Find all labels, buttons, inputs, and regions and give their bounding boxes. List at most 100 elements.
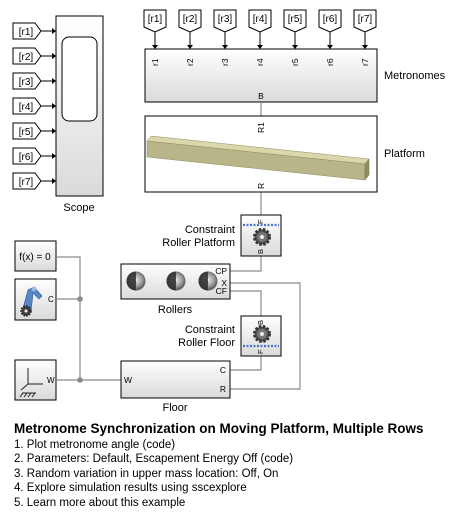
- world-port-w: W: [47, 376, 55, 385]
- from-tag-r4[interactable]: [r4]: [248, 9, 272, 33]
- arrowhead: [187, 45, 193, 49]
- from-tag-r3[interactable]: [r3]: [213, 9, 237, 33]
- platform-slab-side: [364, 158, 370, 181]
- link-plot-angle[interactable]: 1. Plot metronome angle (code): [14, 439, 176, 451]
- floor-port-c: C: [220, 365, 226, 375]
- from-tag-label: [r6]: [323, 14, 338, 25]
- arrowhead: [52, 153, 56, 159]
- goto-tag-r1[interactable]: [r1]: [12, 22, 42, 40]
- goto-tag-r4[interactable]: [r4]: [12, 97, 42, 115]
- arrowhead: [52, 128, 56, 134]
- link-random-variation[interactable]: 3. Random variation in upper mass locati…: [14, 467, 279, 480]
- from-tag-label: [r2]: [183, 14, 198, 25]
- constraint-platform-label-1: Constraint: [185, 224, 235, 236]
- from-tag-r5[interactable]: [r5]: [283, 9, 307, 33]
- constraint-roller-floor-block[interactable]: B F Constraint Roller Floor: [178, 315, 282, 357]
- metronomes-label: Metronomes: [384, 70, 446, 82]
- metronomes-port-b: B: [258, 91, 264, 101]
- wire-constraint-floor-c: [230, 356, 262, 371]
- link-parameters[interactable]: 2. Parameters: Default, Escapement Energ…: [14, 453, 294, 466]
- solver-config-block[interactable]: f(x) = 0: [14, 240, 57, 272]
- roller-sphere-icon: [198, 271, 218, 291]
- from-tag-label: [r7]: [358, 14, 373, 25]
- scope-block[interactable]: Scope: [55, 15, 104, 214]
- scope-label: Scope: [63, 202, 94, 214]
- rollers-port-cf: CF: [216, 286, 227, 296]
- wire-rollers-cf-constraint: [229, 290, 262, 316]
- floor-port-r: R: [220, 384, 226, 394]
- metronome-port-label: r1: [150, 58, 160, 66]
- wire-constraint-rollers-cp: [229, 256, 262, 272]
- floor-port-w: W: [124, 375, 132, 385]
- platform-port-r1: R1: [256, 122, 266, 133]
- platform-block[interactable]: R1 R Platform: [144, 115, 425, 193]
- metronome-port-label: r7: [360, 58, 370, 66]
- arrowhead: [152, 45, 158, 49]
- rollers-port-cp: CP: [215, 266, 227, 276]
- constraint-floor-label-2: Roller Floor: [178, 337, 235, 349]
- goto-tag-r3[interactable]: [r3]: [12, 72, 42, 90]
- from-tag-r1[interactable]: [r1]: [143, 9, 167, 33]
- link-explore-results[interactable]: 4. Explore simulation results using ssce…: [14, 482, 247, 495]
- rollers-port-x: X: [221, 278, 227, 288]
- metronome-port-label: r3: [220, 58, 230, 66]
- gear-icon: [253, 228, 271, 246]
- floor-label: Floor: [162, 402, 187, 414]
- platform-port-r: R: [256, 183, 266, 189]
- goto-tag-label: [r7]: [19, 177, 34, 188]
- goto-tag-label: [r3]: [19, 77, 34, 88]
- metronome-port-label: r6: [325, 58, 335, 66]
- arrowhead: [52, 28, 56, 34]
- world-frame-block[interactable]: W: [14, 359, 57, 401]
- mech-config-port-c: C: [48, 295, 54, 304]
- arrowhead: [222, 45, 228, 49]
- constraint-roller-platform-block[interactable]: F B Constraint Roller Platform: [162, 214, 282, 257]
- goto-tag-label: [r5]: [19, 127, 34, 138]
- arrowhead: [52, 178, 56, 184]
- link-learn-more[interactable]: 5. Learn more about this example: [14, 496, 186, 509]
- arrowhead: [257, 45, 263, 49]
- arrowhead: [52, 78, 56, 84]
- goto-tag-label: [r4]: [19, 102, 34, 113]
- floor-block[interactable]: W C R Floor: [120, 360, 231, 414]
- junction-dot: [77, 377, 83, 383]
- goto-tag-label: [r1]: [19, 27, 34, 38]
- from-tag-label: [r5]: [288, 14, 303, 25]
- constraint-floor-label-1: Constraint: [185, 324, 235, 336]
- wire-rollers-x-floor: [229, 282, 301, 390]
- mechanism-config-block[interactable]: C: [14, 278, 57, 321]
- constraint-platform-label-2: Roller Platform: [162, 237, 235, 249]
- from-tag-r2[interactable]: [r2]: [178, 9, 202, 33]
- constraint-platform-port-b: B: [256, 249, 265, 254]
- wire-solver: [57, 256, 81, 380]
- world-axes-icon: [19, 368, 43, 398]
- goto-tag-label: [r6]: [19, 152, 34, 163]
- scope-goto-tags: [r1] [r2] [r3] [r4] [r5] [r6] [r7]: [12, 22, 56, 190]
- roller-sphere-icon: [166, 271, 186, 291]
- goto-tag-r2[interactable]: [r2]: [12, 47, 42, 65]
- constraint-platform-port-f: F: [256, 219, 265, 224]
- from-tag-label: [r3]: [218, 14, 233, 25]
- goto-tag-r7[interactable]: [r7]: [12, 172, 42, 190]
- from-tag-label: [r4]: [253, 14, 268, 25]
- gear-icon: [20, 305, 32, 317]
- arrowhead: [52, 53, 56, 59]
- goto-tag-r5[interactable]: [r5]: [12, 122, 42, 140]
- from-tag-r7[interactable]: [r7]: [353, 9, 377, 33]
- junction-dot: [77, 296, 83, 302]
- rollers-label: Rollers: [158, 304, 193, 316]
- constraint-floor-port-f: F: [256, 349, 265, 354]
- rollers-block[interactable]: CP X CF Rollers: [120, 263, 231, 316]
- arrowhead: [327, 45, 333, 49]
- arrowhead: [292, 45, 298, 49]
- platform-label: Platform: [384, 148, 425, 160]
- metronome-port-label: r5: [290, 58, 300, 66]
- example-title: Metronome Synchronization on Moving Plat…: [14, 421, 424, 436]
- goto-tag-label: [r2]: [19, 52, 34, 63]
- goto-tag-r6[interactable]: [r6]: [12, 147, 42, 165]
- solver-label: f(x) = 0: [19, 252, 51, 263]
- metronome-port-label: r4: [255, 58, 265, 66]
- from-tag-r6[interactable]: [r6]: [318, 9, 342, 33]
- example-links-list: 1. Plot metronome angle (code) 2. Parame…: [14, 438, 293, 510]
